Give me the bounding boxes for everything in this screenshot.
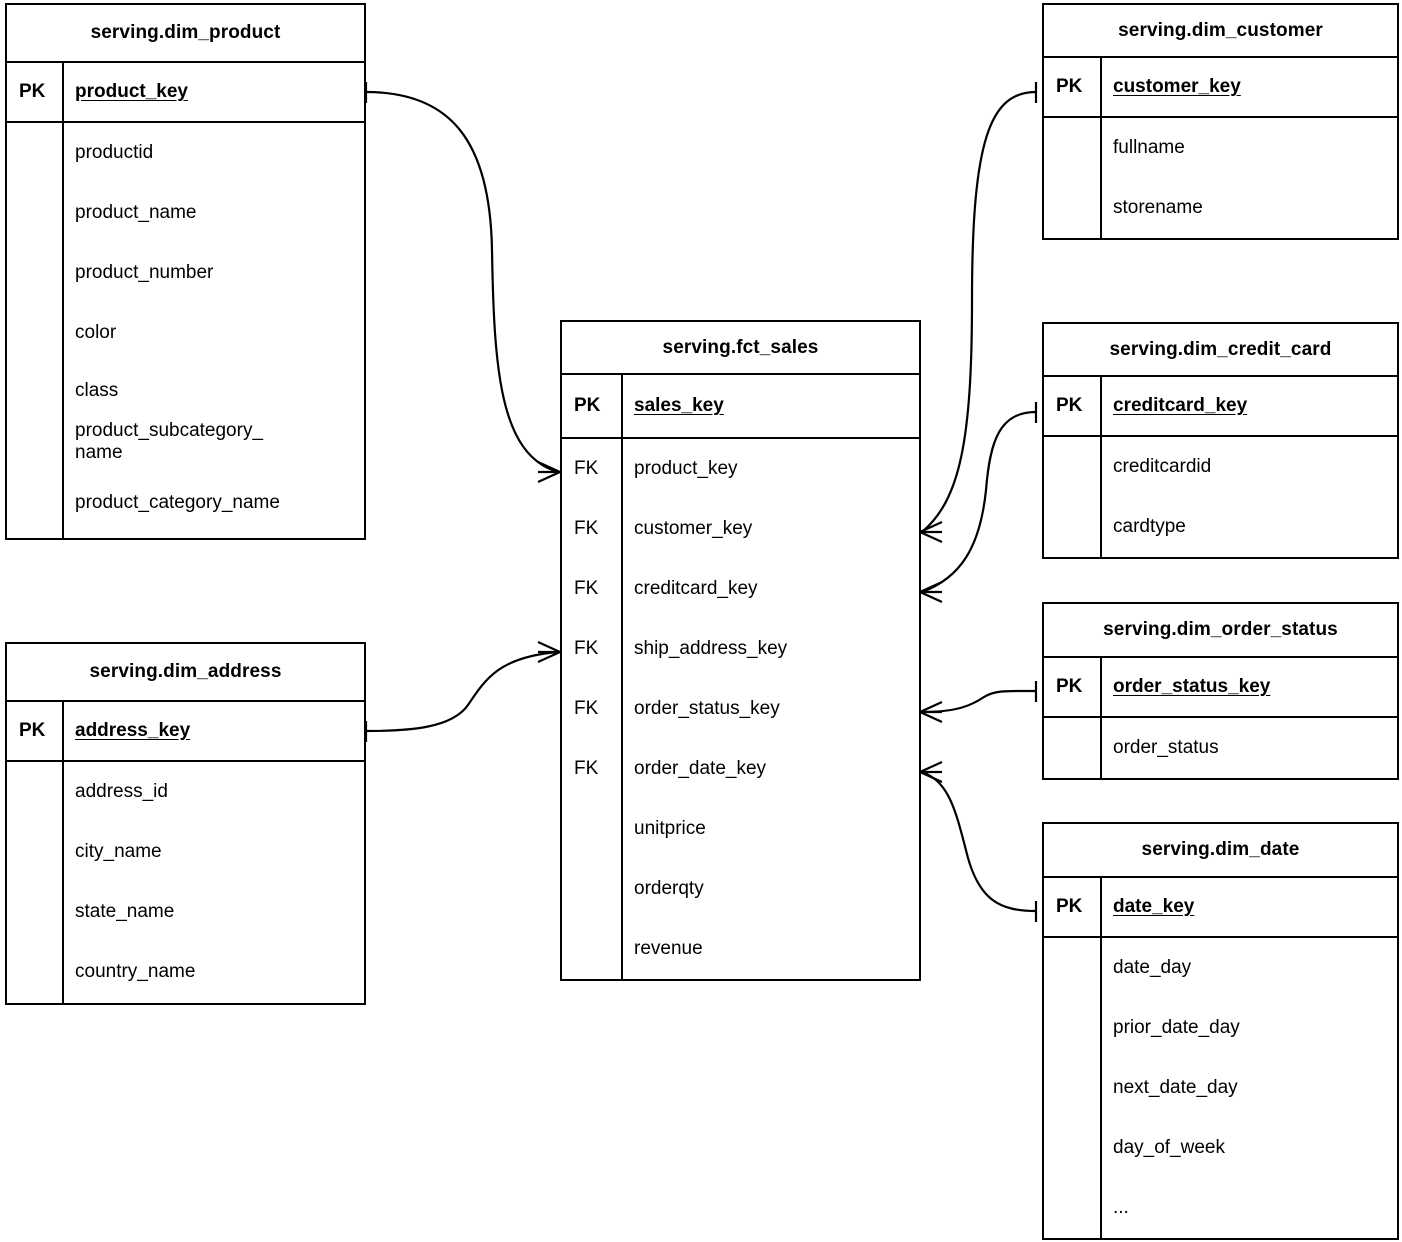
crowsfoot-creditcard	[919, 580, 943, 604]
attribute-list-dim-credit-card: creditcardid cardtype	[1102, 437, 1397, 557]
attribute-row: prior_date_day	[1113, 1017, 1240, 1038]
fk-badge: FK	[574, 638, 599, 659]
entity-title-fct-sales: serving.fct_sales	[562, 322, 919, 375]
attribute-row: creditcardid	[1113, 456, 1212, 477]
pk-field-dim-customer: customer_key	[1113, 76, 1241, 97]
attribute-row: productid	[75, 142, 154, 163]
measure-row: orderqty	[634, 878, 704, 899]
attribute-row: date_day	[1113, 957, 1192, 978]
attribute-row: order_status	[1113, 737, 1219, 758]
fk-badge: FK	[574, 458, 599, 479]
pk-field-dim-address: address_key	[75, 720, 191, 741]
attribute-row: day_of_week	[1113, 1137, 1225, 1158]
attribute-row: next_date_day	[1113, 1077, 1238, 1098]
measure-row: revenue	[634, 938, 703, 959]
fk-badge-column: FK FK FK FK FK FK	[562, 439, 623, 979]
fk-badge: FK	[574, 698, 599, 719]
crowsfoot-product	[537, 460, 561, 484]
pk-field-dim-order-status: order_status_key	[1113, 676, 1271, 697]
entity-title-dim-product: serving.dim_product	[7, 5, 364, 63]
pk-badge-dim-address: PK	[19, 720, 46, 741]
entity-dim-order-status[interactable]: serving.dim_order_status PK order_status…	[1042, 602, 1399, 780]
entity-title-dim-credit-card: serving.dim_credit_card	[1044, 324, 1397, 377]
fk-badge: FK	[574, 578, 599, 599]
entity-dim-customer[interactable]: serving.dim_customer PK customer_key ful…	[1042, 3, 1399, 240]
pk-field-fct-sales: sales_key	[634, 395, 724, 416]
entity-dim-address[interactable]: serving.dim_address PK address_key addre…	[5, 642, 366, 1005]
attribute-list-dim-customer: fullname storename	[1102, 118, 1397, 238]
attribute-row: cardtype	[1113, 516, 1186, 537]
pk-badge-fct-sales: PK	[574, 395, 601, 416]
attribute-row: state_name	[75, 901, 175, 922]
relationship-product-to-sales	[364, 82, 561, 484]
entity-title-dim-date: serving.dim_date	[1044, 824, 1397, 878]
entity-title-dim-customer: serving.dim_customer	[1044, 5, 1397, 58]
attribute-row: city_name	[75, 841, 162, 862]
relationship-creditcard-to-sales	[919, 402, 1038, 604]
relationship-address-to-sales	[364, 640, 561, 742]
fk-field-row: ship_address_key	[634, 638, 788, 659]
fk-badge: FK	[574, 758, 599, 779]
attribute-list-dim-date: date_day prior_date_day next_date_day da…	[1102, 938, 1397, 1238]
fk-field-row: order_date_key	[634, 758, 767, 779]
crowsfoot-orderstatus	[919, 700, 943, 724]
pk-badge-dim-product: PK	[19, 81, 46, 102]
attribute-row: product_number	[75, 262, 214, 283]
fk-field-row: creditcard_key	[634, 578, 758, 599]
pk-field-dim-product: product_key	[75, 81, 188, 102]
entity-dim-product[interactable]: serving.dim_product PK product_key produ…	[5, 3, 366, 540]
pk-badge-dim-order-status: PK	[1056, 676, 1083, 697]
crowsfoot-customer	[919, 520, 943, 544]
pk-field-dim-date: date_key	[1113, 896, 1195, 917]
relationship-orderstatus-to-sales	[919, 681, 1038, 724]
attribute-row: storename	[1113, 197, 1203, 218]
crowsfoot-address	[537, 640, 561, 664]
entity-title-dim-address: serving.dim_address	[7, 644, 364, 702]
attribute-row: color	[75, 322, 117, 343]
entity-dim-date[interactable]: serving.dim_date PK date_key date_day pr…	[1042, 822, 1399, 1240]
measure-row: unitprice	[634, 818, 706, 839]
fk-field-row: product_key	[634, 458, 738, 479]
attribute-row: product_category_name	[75, 491, 280, 513]
attribute-row: fullname	[1113, 137, 1185, 158]
fk-field-row: order_status_key	[634, 698, 780, 719]
attribute-list-dim-order-status: order_status	[1102, 718, 1397, 778]
attribute-list-dim-address: address_id city_name state_name country_…	[64, 762, 364, 1003]
attribute-row: country_name	[75, 961, 196, 982]
entity-fct-sales[interactable]: serving.fct_sales PK sales_key FK FK FK …	[560, 320, 921, 981]
pk-badge-dim-customer: PK	[1056, 76, 1083, 97]
pk-badge-dim-credit-card: PK	[1056, 395, 1083, 416]
attribute-row: ...	[1113, 1197, 1129, 1218]
pk-field-dim-credit-card: creditcard_key	[1113, 395, 1248, 416]
fk-badge: FK	[574, 518, 599, 539]
relationship-customer-to-sales	[919, 82, 1038, 544]
entity-dim-credit-card[interactable]: serving.dim_credit_card PK creditcard_ke…	[1042, 322, 1399, 559]
attribute-row: product_subcategory_ name	[75, 420, 264, 464]
relationship-date-to-sales	[919, 760, 1038, 922]
pk-badge-dim-date: PK	[1056, 896, 1083, 917]
crowsfoot-date	[919, 760, 943, 784]
attribute-row: address_id	[75, 781, 168, 802]
entity-title-dim-order-status: serving.dim_order_status	[1044, 604, 1397, 658]
fk-field-row: customer_key	[634, 518, 753, 539]
attribute-row: product_name	[75, 202, 197, 223]
attribute-row: class	[75, 379, 119, 401]
attribute-list-dim-product: productid product_name product_number co…	[64, 123, 364, 538]
attribute-list-fct-sales: product_key customer_key creditcard_key …	[623, 439, 919, 979]
